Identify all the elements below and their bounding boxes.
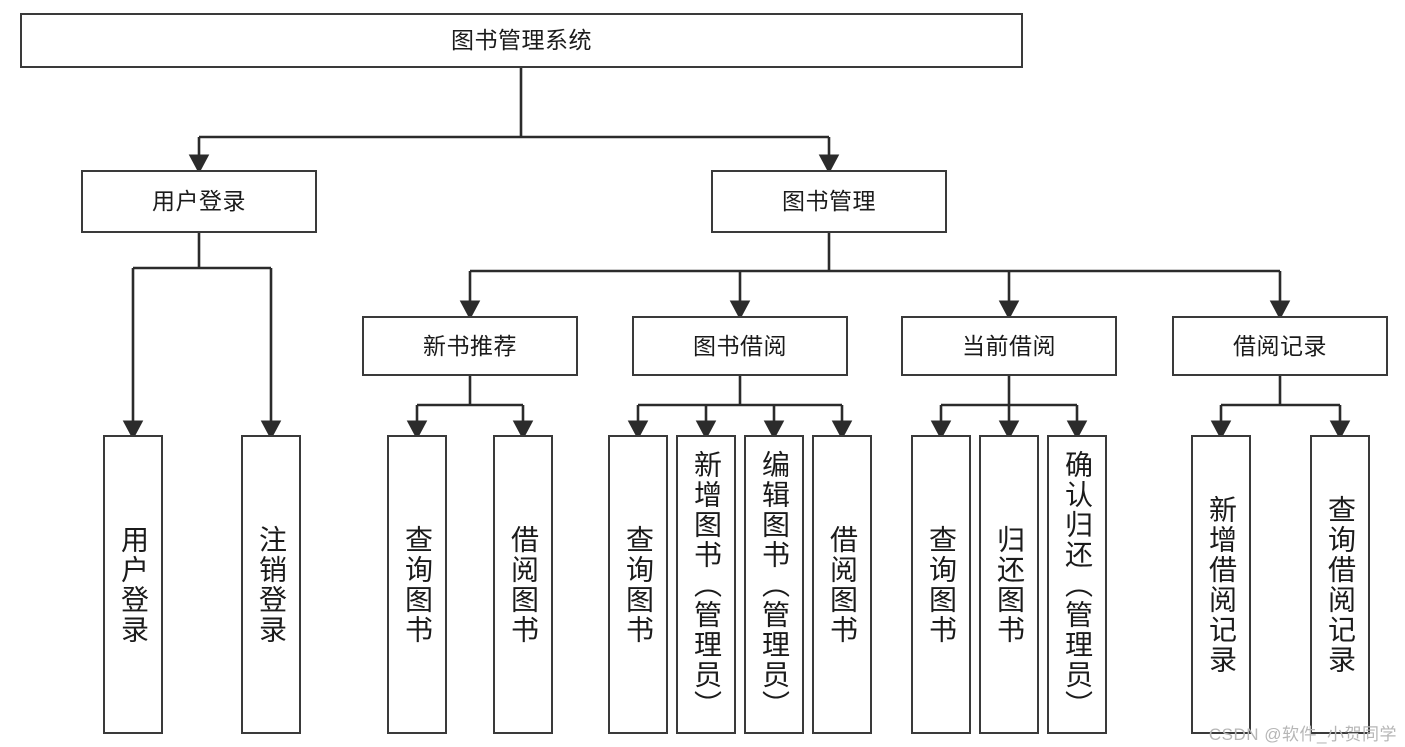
node-user-login[interactable]: 用户登录 [81, 170, 317, 233]
leaf-borrow-add-book[interactable]: 新增图书（管理员） [676, 435, 736, 734]
node-label: 新增图书（管理员） [691, 449, 722, 720]
leaf-user-login-logout[interactable]: 注销登录 [241, 435, 301, 734]
node-book-borrow[interactable]: 图书借阅 [632, 316, 848, 376]
node-label: 查询图书 [402, 524, 433, 645]
node-label: 图书管理系统 [451, 27, 592, 54]
node-label: 注销登录 [256, 524, 287, 645]
leaf-recommend-borrow-book[interactable]: 借阅图书 [493, 435, 553, 734]
node-label: 用户登录 [152, 188, 246, 215]
node-label: 查询图书 [926, 524, 957, 645]
leaf-current-query-book[interactable]: 查询图书 [911, 435, 971, 734]
node-label: 查询借阅记录 [1325, 494, 1356, 675]
node-label: 图书借阅 [693, 332, 787, 359]
node-label: 图书管理 [782, 188, 876, 215]
node-label: 借阅图书 [827, 524, 858, 645]
node-root-system[interactable]: 图书管理系统 [20, 13, 1023, 68]
leaf-record-add-record[interactable]: 新增借阅记录 [1191, 435, 1251, 734]
csdn-watermark: CSDN @软件_小贺同学 [1208, 725, 1397, 744]
node-label: 归还图书 [994, 524, 1025, 645]
node-label: 借阅图书 [508, 524, 539, 645]
node-label: 编辑图书（管理员） [759, 449, 790, 720]
leaf-borrow-borrow-book[interactable]: 借阅图书 [812, 435, 872, 734]
leaf-borrow-edit-book[interactable]: 编辑图书（管理员） [744, 435, 804, 734]
node-label: 新增借阅记录 [1206, 494, 1237, 675]
leaf-user-login-login[interactable]: 用户登录 [103, 435, 163, 734]
node-label: 借阅记录 [1233, 332, 1327, 359]
node-label: 当前借阅 [962, 332, 1056, 359]
leaf-current-confirm-return[interactable]: 确认归还（管理员） [1047, 435, 1107, 734]
leaf-current-return-book[interactable]: 归还图书 [979, 435, 1039, 734]
leaf-borrow-query-book[interactable]: 查询图书 [608, 435, 668, 734]
leaf-recommend-query-book[interactable]: 查询图书 [387, 435, 447, 734]
node-label: 用户登录 [118, 524, 149, 645]
node-borrow-record[interactable]: 借阅记录 [1172, 316, 1388, 376]
node-label: 确认归还（管理员） [1062, 449, 1093, 720]
node-label: 查询图书 [623, 524, 654, 645]
node-current-borrow[interactable]: 当前借阅 [901, 316, 1117, 376]
node-label: 新书推荐 [423, 332, 517, 359]
node-new-book-recommend[interactable]: 新书推荐 [362, 316, 578, 376]
leaf-record-query-record[interactable]: 查询借阅记录 [1310, 435, 1370, 734]
node-book-management[interactable]: 图书管理 [711, 170, 947, 233]
